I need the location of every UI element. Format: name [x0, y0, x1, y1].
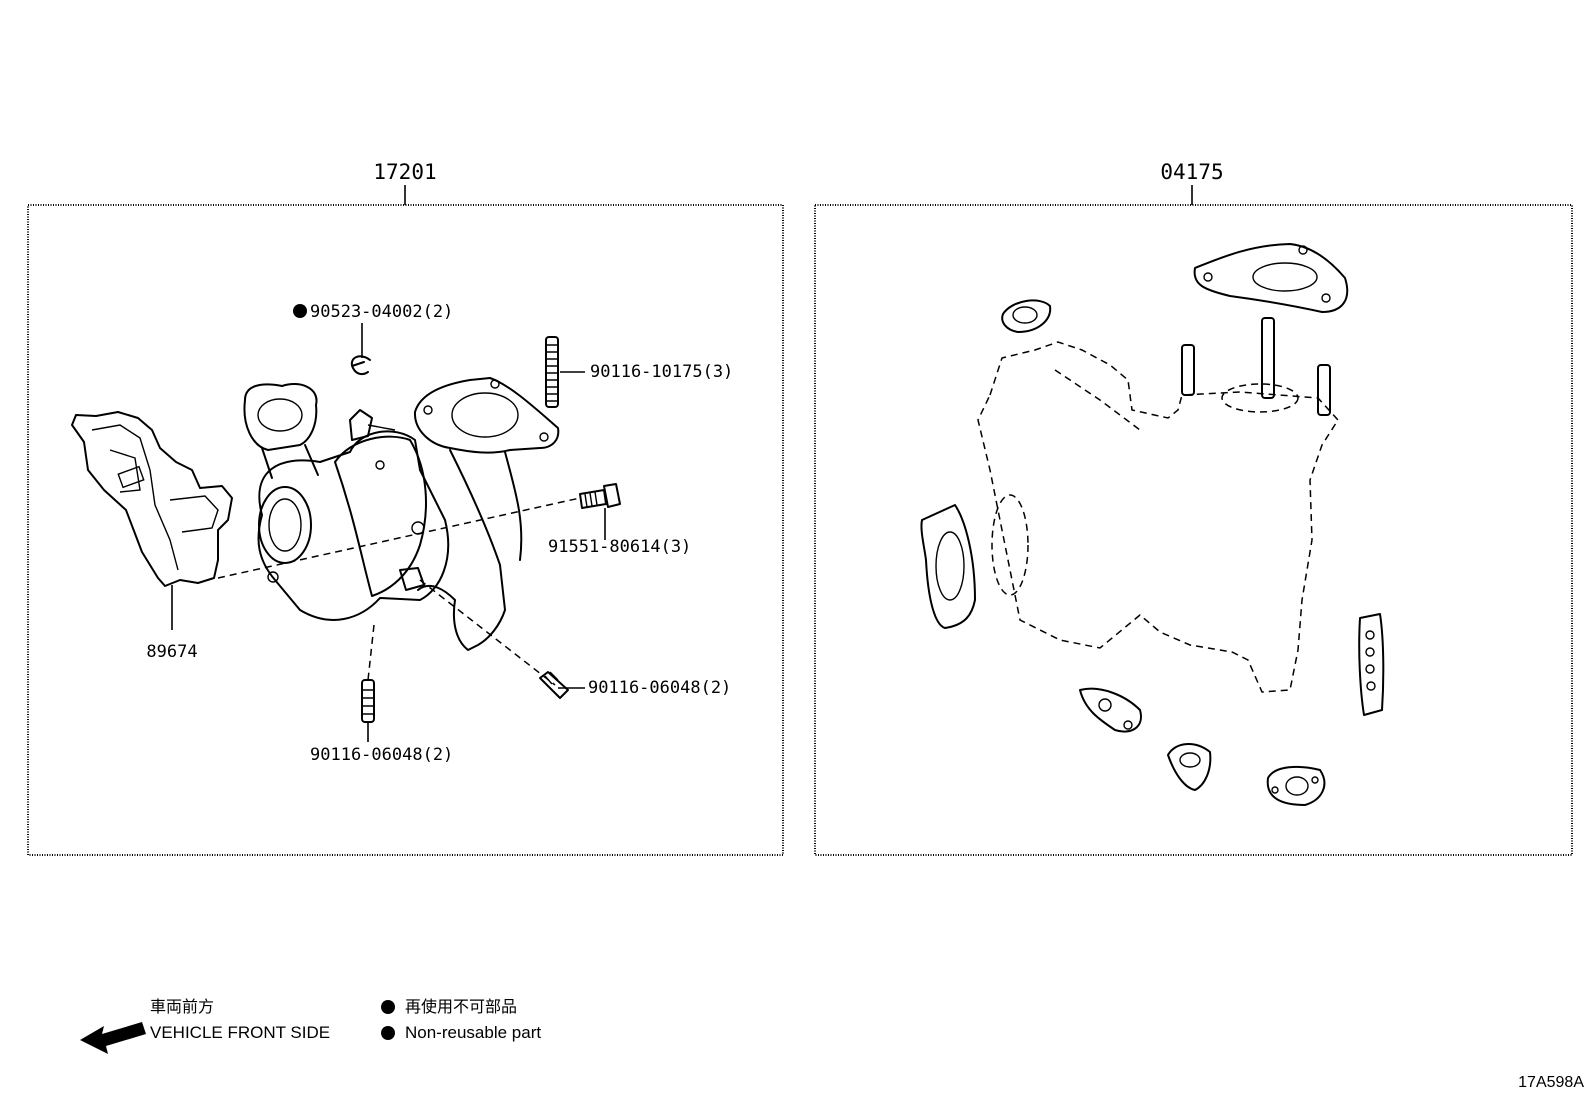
- group-frame-17201: [27, 204, 784, 856]
- part-number-91551-80614[interactable]: 91551-80614(3): [548, 537, 691, 557]
- sensor-89674-illustration[interactable]: [71, 411, 233, 587]
- assembly-line-stud-bottom: [367, 624, 375, 681]
- stud-90116-06048-bottom-illustration[interactable]: [361, 679, 375, 723]
- front-arrow-icon: [80, 1022, 146, 1054]
- gasket-kit-illustration[interactable]: [920, 243, 1385, 806]
- legend: 車両前方 VEHICLE FRONT SIDE 再使用不可部品 Non-reus…: [80, 997, 541, 1054]
- bolt-91551-illustration[interactable]: [579, 483, 621, 509]
- clip-90523-illustration[interactable]: [350, 355, 371, 376]
- group-title-04175[interactable]: 04175: [1160, 160, 1223, 184]
- legend-front-jp: 車両前方: [150, 997, 214, 1016]
- stud-90116-10175-illustration[interactable]: [545, 336, 559, 408]
- part-number-90523-04002[interactable]: 90523-04002(2): [310, 302, 453, 322]
- group-title-17201[interactable]: 17201: [373, 160, 436, 184]
- non-reusable-dot-icon: [293, 304, 307, 318]
- non-reusable-dot-icon: [381, 1000, 395, 1014]
- assembly-line-stud-right: [419, 579, 556, 686]
- group-17201: 17201: [27, 160, 784, 856]
- legend-front-en: VEHICLE FRONT SIDE: [150, 1023, 330, 1042]
- assembly-line-bolt: [217, 497, 581, 579]
- part-number-90116-06048-right[interactable]: 90116-06048(2): [588, 678, 731, 698]
- legend-nonreusable-en: Non-reusable part: [405, 1023, 541, 1042]
- group-frame-04175: [814, 204, 1573, 856]
- turbocharger-illustration[interactable]: [243, 377, 560, 651]
- legend-nonreusable-jp: 再使用不可部品: [405, 997, 517, 1016]
- part-number-89674[interactable]: 89674: [146, 642, 197, 662]
- part-number-90116-06048-bottom[interactable]: 90116-06048(2): [310, 745, 453, 765]
- illustration-code: 17A598A: [1518, 1074, 1584, 1091]
- group-04175: 04175: [814, 160, 1573, 856]
- part-number-90116-10175[interactable]: 90116-10175(3): [590, 362, 733, 382]
- non-reusable-dot-icon: [381, 1026, 395, 1040]
